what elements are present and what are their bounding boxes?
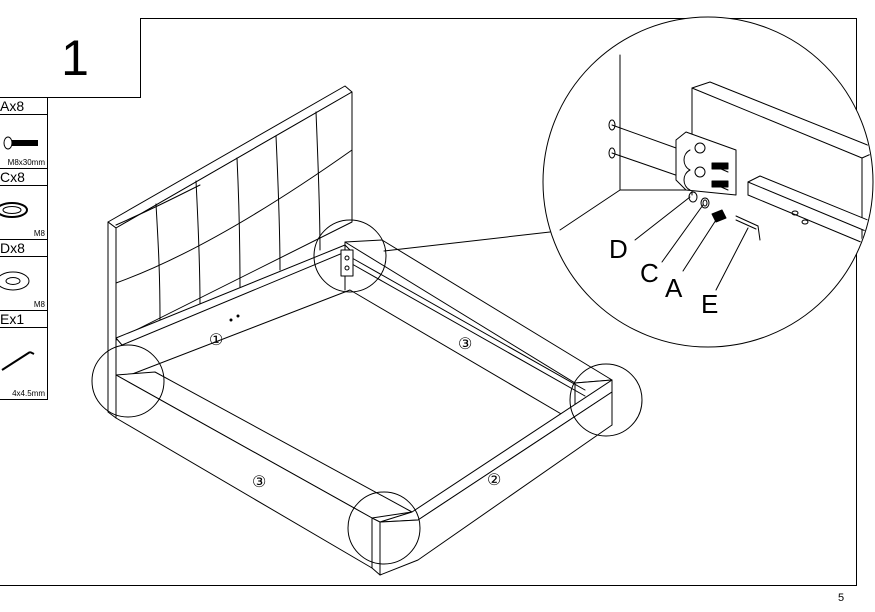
corner-detail-circle	[569, 363, 643, 437]
panel-label-side-rail-back: ③	[458, 334, 473, 353]
corner-detail-circle	[347, 491, 421, 565]
allen-key-icon	[1, 351, 35, 371]
bolt-icon	[3, 136, 38, 150]
callout-label-e: E	[701, 289, 719, 319]
headboard	[107, 85, 353, 419]
page-frame	[0, 18, 857, 586]
flat-washer-icon	[0, 271, 30, 291]
page-number: 5	[838, 592, 845, 604]
part-c-cell: M8	[0, 186, 47, 240]
part-size-a: M8x30mm	[7, 158, 45, 167]
spring-washer-icon	[0, 202, 28, 218]
panel-label-side-rail-front: ③	[252, 472, 267, 491]
part-size-d: M8	[33, 300, 45, 309]
part-a-cell: M8x30mm	[0, 115, 47, 169]
part-size-c: M8	[33, 229, 45, 238]
magnified-detail	[542, 16, 874, 348]
panel-label-headboard-rail: ①	[209, 330, 224, 349]
part-e-cell: 4x4.5mm	[0, 328, 47, 400]
part-d-cell: M8	[0, 257, 47, 311]
callout-label-c: C	[640, 258, 659, 288]
corner-detail-circle	[313, 219, 387, 293]
panel-label-foot-rail: ②	[487, 470, 502, 489]
corner-detail-circle	[91, 344, 165, 418]
parts-list: Ax8 M8x30mm Cx8 M8 Dx8 M8 Ex1 4x4.5mm	[0, 98, 48, 400]
foot-rail	[379, 379, 613, 576]
side-rail-front	[115, 371, 413, 576]
part-size-e: 4x4.5mm	[12, 389, 45, 398]
step-number: 1	[61, 29, 89, 86]
callout-label-a: A	[665, 273, 683, 303]
part-label-d: Dx8	[0, 240, 47, 257]
part-label-a: Ax8	[0, 98, 47, 115]
step-box: 1	[0, 18, 141, 98]
callout-label-d: D	[609, 234, 628, 264]
part-label-e: Ex1	[0, 311, 47, 328]
part-label-c: Cx8	[0, 169, 47, 186]
